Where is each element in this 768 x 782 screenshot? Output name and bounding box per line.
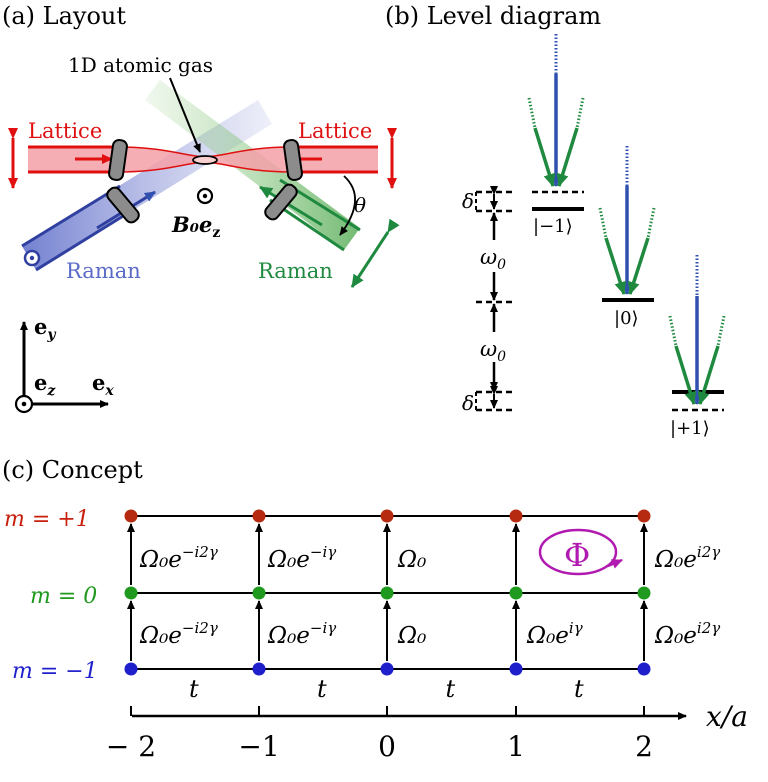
flux-label: Φ [564, 536, 590, 574]
lattice-label-left: Lattice [28, 119, 102, 143]
atomic-gas-cloud [192, 155, 218, 165]
raman-left-polarization-dot-icon [29, 255, 35, 261]
delta-bottom-label: δ [462, 391, 474, 415]
raman-green-arrow-tail [668, 315, 678, 347]
raman-green-arrow-tail [527, 97, 537, 129]
panel-a-title: (a) Layout [2, 2, 126, 30]
raman-label-right: Raman [258, 259, 333, 283]
field-direction-dot-icon [202, 193, 208, 199]
raman-green-transition-arrow [674, 345, 697, 405]
axis-ticks: − 2 −1 0 1 2 [106, 706, 653, 763]
raman-lens-right [264, 183, 298, 221]
theta-label: θ [354, 193, 366, 217]
lattice-site [124, 509, 138, 523]
coupling-label-lower: Ω₀eiγ [526, 619, 583, 649]
raman-green-transition-arrow [627, 237, 650, 295]
lattice-site [380, 662, 394, 676]
panel-c-title: (c) Concept [2, 456, 143, 484]
lattice-lens-left [108, 138, 128, 182]
raman-beam-left-edge [35, 211, 129, 272]
raman-green-transition-arrow [556, 127, 579, 187]
raman-green-arrow-tail [575, 97, 585, 129]
raman-label-left: Raman [66, 259, 141, 283]
coupling-label-lower: Ω₀ [397, 623, 426, 649]
coupling-label-lower: Ω₀e−i2γ [139, 619, 218, 649]
axis-tick-label: − 2 [106, 730, 156, 763]
lattice-site [252, 586, 266, 600]
lattice-site [124, 586, 138, 600]
raman-green-transition-arrow [697, 345, 720, 405]
axis-ex-label: ex [92, 370, 114, 399]
delta-top-label: δ [462, 189, 474, 213]
lattice-site [380, 509, 394, 523]
row-label-bottom: m = −1 [12, 659, 98, 684]
lattice-site [637, 509, 651, 523]
panel-b-title: (b) Level diagram [385, 2, 601, 30]
raman-right-polarization-arrow [350, 218, 400, 288]
axis-ez-dot-icon [21, 401, 27, 407]
gas-label: 1D atomic gas [68, 53, 213, 77]
raman-right-direction-arrow [259, 185, 323, 227]
coupling-label-upper: Ω₀ [397, 547, 426, 573]
flux-loop [538, 528, 618, 576]
coupling-label-upper: Ω₀ei2γ [654, 543, 720, 573]
axis-tick-label: 1 [507, 730, 525, 763]
gas-pointer-arrow [169, 77, 201, 153]
state-m1-label: |−1⟩ [533, 216, 573, 237]
coupling-label-upper: Ω₀e−i2γ [139, 543, 218, 573]
raman-beam-left-edge [21, 184, 121, 248]
omega-top-label: ω0 [480, 245, 506, 273]
lattice-site [380, 586, 394, 600]
tunneling-label: t [574, 675, 584, 703]
lattice-grid [124, 509, 651, 676]
raman-green-arrow-tail [716, 315, 726, 347]
raman-green-transition-arrow [604, 237, 627, 295]
lattice-site [252, 662, 266, 676]
axis-ez-label: ez [34, 370, 56, 399]
raman-green-arrow-tail [646, 207, 656, 239]
lattice-label-right: Lattice [298, 119, 372, 143]
lattice-site [637, 662, 651, 676]
axis-tick-label: 0 [378, 730, 396, 763]
x-axis-label: x/a [706, 700, 748, 733]
lattice-site [509, 586, 523, 600]
raman-green-arrow-tail [598, 207, 608, 239]
lattice-site [509, 662, 523, 676]
flux-arrow [607, 558, 623, 569]
level-diagram-panel: δ ω0 ω0 δ |−1⟩ |0⟩ |+1⟩ [462, 34, 726, 439]
raman-lens-left [106, 186, 140, 224]
theta-arc [339, 175, 356, 236]
lattice-site [509, 509, 523, 523]
lattice-lens-right [283, 138, 303, 182]
tunneling-label: t [446, 675, 456, 703]
axis-ey-label: ey [34, 314, 56, 343]
state-p1-label: |+1⟩ [670, 418, 710, 439]
omega-bottom-label: ω0 [480, 337, 506, 365]
lattice-site [252, 509, 266, 523]
axis-tick-label: 2 [635, 730, 653, 763]
lattice-site [124, 662, 138, 676]
coupling-label-lower: Ω₀e−iγ [267, 619, 336, 649]
state-0-label: |0⟩ [614, 308, 639, 329]
tunneling-label: t [189, 675, 199, 703]
coupling-label-lower: Ω₀ei2γ [654, 619, 720, 649]
coupling-label-upper: Ω₀e−iγ [267, 543, 336, 573]
tunneling-label: t [317, 675, 327, 703]
axis-tick-label: −1 [238, 730, 279, 763]
field-label: B₀ez [171, 212, 220, 241]
row-label-top: m = +1 [4, 507, 90, 532]
raman-green-transition-arrow [533, 127, 556, 187]
lattice-site [637, 586, 651, 600]
row-label-middle: m = 0 [30, 584, 97, 609]
layout-panel: 1D atomic gas Lattice Lattice Raman Rama… [8, 53, 400, 414]
